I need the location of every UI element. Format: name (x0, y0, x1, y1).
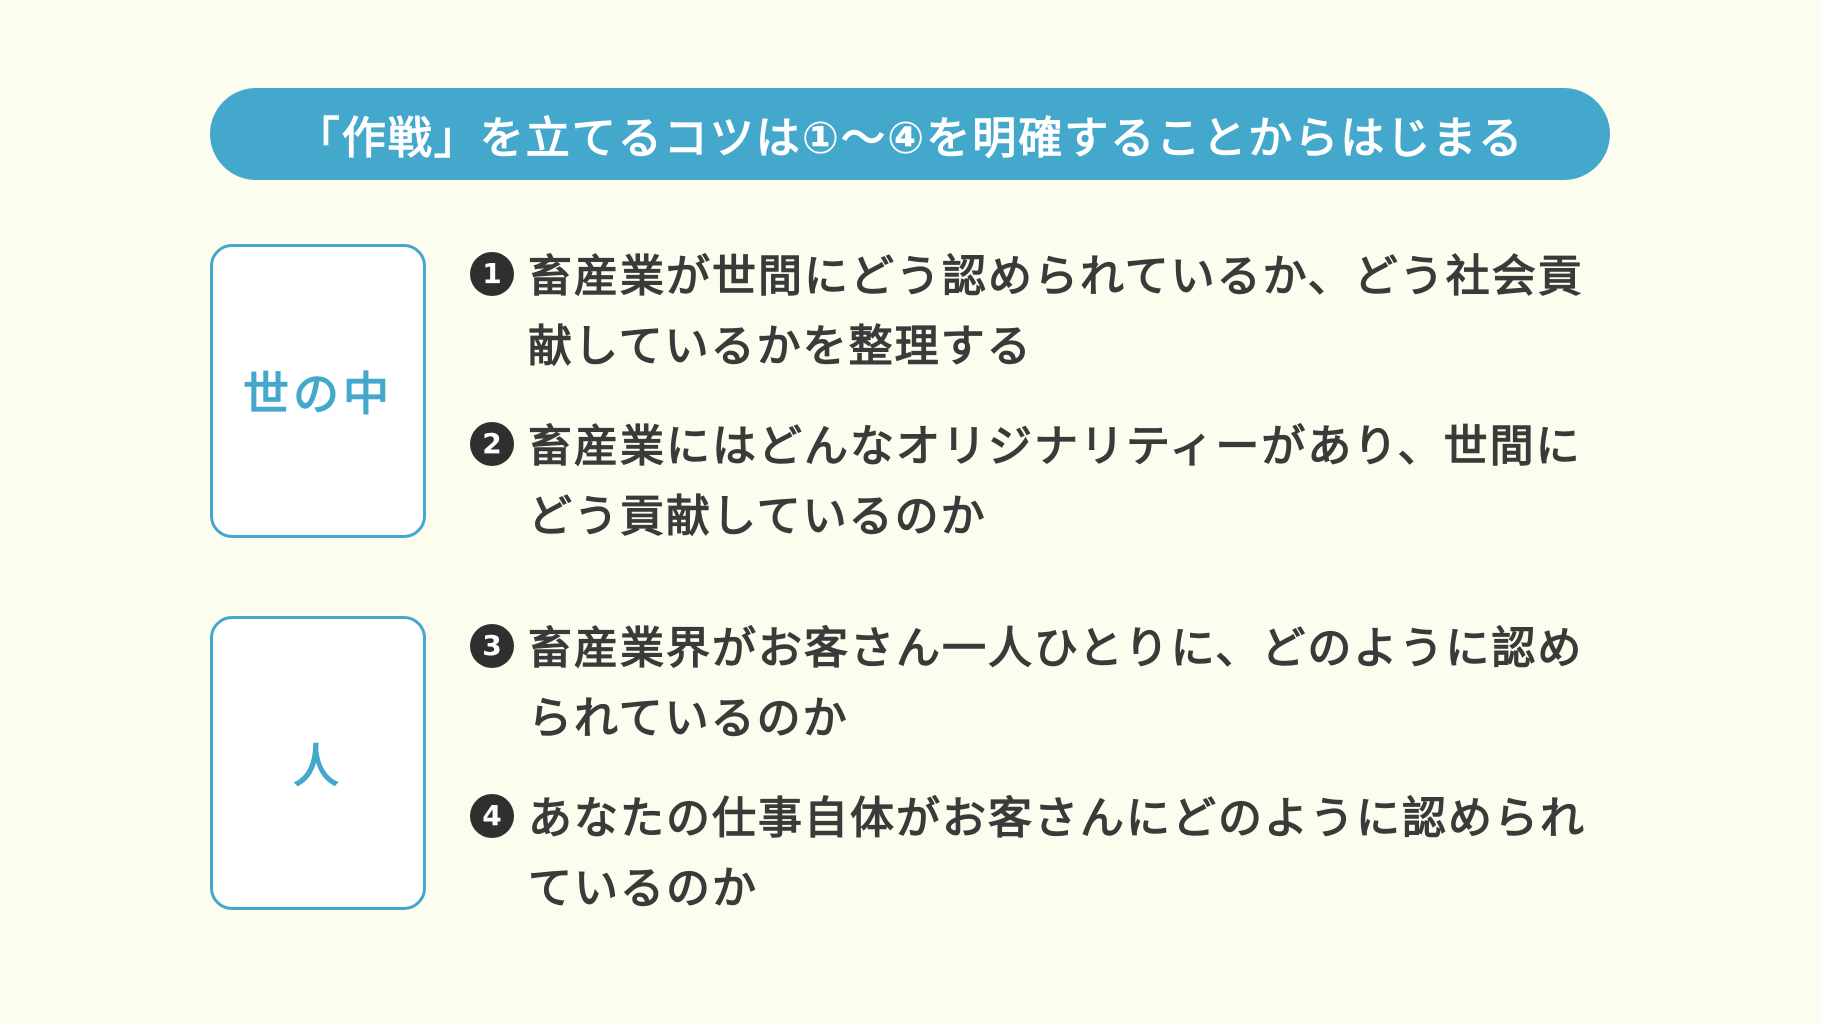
number-1-icon: 1 (470, 252, 514, 296)
title-banner: 「作戦」を立てるコツは①〜④を明確することからはじまる (210, 88, 1610, 180)
category-box-people: 人 (210, 616, 426, 910)
point-item-1: 1 畜産業が世間にどう認められているか、どう社会貢献しているかを整理する (470, 242, 1620, 382)
point-item-4: 4 あなたの仕事自体がお客さんにどのように認められているのか (470, 784, 1620, 924)
point-item-3: 3 畜産業界がお客さん一人ひとりに、どのように認められているのか (470, 614, 1620, 754)
number-3-icon: 3 (470, 624, 514, 668)
point-text-3: 畜産業界がお客さん一人ひとりに、どのように認められているのか (528, 623, 1584, 744)
page-title: 「作戦」を立てるコツは①〜④を明確することからはじまる (295, 113, 1525, 164)
category-label-people: 人 (293, 739, 343, 793)
point-text-4: あなたの仕事自体がお客さんにどのように認められているのか (528, 793, 1586, 914)
category-label-society: 世の中 (243, 367, 393, 421)
category-box-society: 世の中 (210, 244, 426, 538)
point-text-1: 畜産業が世間にどう認められているか、どう社会貢献しているかを整理する (528, 251, 1584, 372)
number-2-icon: 2 (470, 422, 514, 466)
point-text-2: 畜産業にはどんなオリジナリティーがあり、世間にどう貢献しているのか (528, 421, 1582, 542)
number-4-icon: 4 (470, 794, 514, 838)
point-item-2: 2 畜産業にはどんなオリジナリティーがあり、世間にどう貢献しているのか (470, 412, 1620, 552)
